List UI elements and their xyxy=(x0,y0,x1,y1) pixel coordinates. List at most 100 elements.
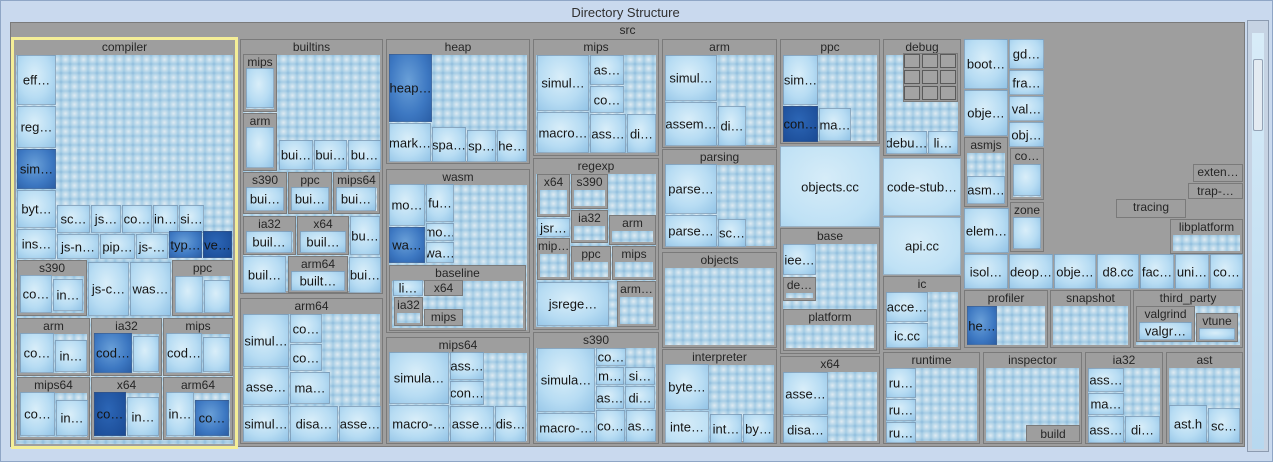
file-tile[interactable]: disa… xyxy=(290,406,338,442)
file-tile[interactable]: bui… xyxy=(336,187,376,211)
file-tile[interactable]: as… xyxy=(626,410,656,442)
file-tile[interactable]: he… xyxy=(497,130,527,162)
file-tile[interactable]: js-… xyxy=(136,234,168,259)
file-tile[interactable]: fu… xyxy=(426,184,454,222)
file-tile[interactable]: ass… xyxy=(590,114,626,153)
grid-cell[interactable] xyxy=(940,54,956,68)
file-tile[interactable]: disa… xyxy=(783,416,828,443)
group-trap[interactable]: trap-… xyxy=(1188,183,1243,199)
file-tile[interactable]: d8.cc xyxy=(1097,254,1139,289)
file-tile[interactable]: api.cc xyxy=(883,217,961,275)
file-tile-unlabeled[interactable] xyxy=(204,280,230,313)
file-tile[interactable]: ic.cc xyxy=(886,323,928,348)
file-tile[interactable]: con… xyxy=(450,381,484,405)
file-tile[interactable]: co… xyxy=(590,86,624,113)
file-tile[interactable]: di… xyxy=(1125,416,1160,443)
file-tile[interactable]: parse… xyxy=(665,164,717,214)
group-baseline-mips[interactable]: mips xyxy=(424,309,463,326)
grid-cell[interactable] xyxy=(940,86,956,100)
file-tile[interactable]: bui… xyxy=(349,257,381,293)
file-tile[interactable]: elem… xyxy=(964,208,1009,253)
file-tile[interactable]: buil… xyxy=(243,256,286,293)
group-regexp-mips64[interactable]: mip… xyxy=(537,238,570,280)
file-tile[interactable]: spa… xyxy=(432,127,466,162)
file-tile[interactable]: parse… xyxy=(665,215,717,247)
file-tile[interactable]: li… xyxy=(393,280,423,296)
file-tile[interactable]: valgr… xyxy=(1139,322,1192,340)
file-tile[interactable]: asse… xyxy=(450,406,494,442)
file-tile[interactable]: ass… xyxy=(450,352,484,380)
file-tile[interactable]: bui… xyxy=(246,187,284,211)
file-tile[interactable]: ast.h xyxy=(1169,405,1207,443)
file-tile[interactable]: macro-… xyxy=(537,413,595,442)
file-tile[interactable]: mo… xyxy=(389,184,425,226)
file-tile[interactable]: wa… xyxy=(389,227,425,263)
group-inspector-build[interactable]: build xyxy=(1026,425,1080,442)
file-tile[interactable]: in… xyxy=(56,400,88,436)
group-regexp-arm[interactable]: arm xyxy=(609,215,656,245)
file-tile[interactable]: in… xyxy=(153,205,178,233)
file-tile[interactable]: co… xyxy=(290,344,322,371)
file-tile[interactable]: con… xyxy=(783,106,818,142)
file-tile-unlabeled[interactable] xyxy=(133,336,159,372)
group-tracing[interactable]: tracing xyxy=(1116,199,1186,218)
file-tile[interactable]: ma… xyxy=(819,108,851,141)
file-tile[interactable]: dis… xyxy=(495,406,526,442)
file-tile[interactable]: code-stub… xyxy=(883,158,961,216)
file-tile[interactable]: bui… xyxy=(279,140,313,170)
file-tile[interactable]: in… xyxy=(53,279,83,311)
file-tile[interactable]: uni… xyxy=(1175,254,1209,289)
vertical-scrollbar[interactable] xyxy=(1247,20,1269,452)
file-tile[interactable]: jsr… xyxy=(537,218,570,237)
file-tile[interactable]: simul… xyxy=(243,406,289,442)
group-extensions[interactable]: exten… xyxy=(1193,164,1243,182)
file-tile[interactable]: eff… xyxy=(17,55,56,105)
file-tile[interactable]: was… xyxy=(130,262,171,316)
scrollbar-track[interactable] xyxy=(1252,33,1264,449)
grid-cell[interactable] xyxy=(922,70,938,84)
file-tile[interactable]: val… xyxy=(1009,96,1044,121)
file-tile[interactable]: bui… xyxy=(314,140,347,170)
file-tile[interactable]: byt… xyxy=(17,190,56,228)
group-objects[interactable]: objects xyxy=(662,252,777,348)
file-tile[interactable]: macro-… xyxy=(389,405,449,442)
file-tile-unlabeled[interactable] xyxy=(1013,164,1041,196)
file-tile-unlabeled[interactable] xyxy=(1013,217,1041,249)
file-tile[interactable]: sim… xyxy=(783,55,818,105)
file-tile[interactable]: ma… xyxy=(1088,393,1124,415)
file-tile[interactable]: di… xyxy=(625,386,655,409)
group-regexp-arm64[interactable]: arm… xyxy=(617,281,656,327)
file-tile[interactable]: as… xyxy=(596,386,624,409)
file-tile[interactable]: in… xyxy=(55,340,87,372)
group-libplatform[interactable]: libplatform xyxy=(1170,219,1243,254)
file-tile[interactable]: simul… xyxy=(243,314,289,367)
file-tile[interactable]: int… xyxy=(710,414,742,443)
file-tile[interactable]: co… xyxy=(596,410,625,442)
file-tile[interactable]: iee… xyxy=(783,244,816,275)
file-tile[interactable]: boot… xyxy=(964,39,1008,89)
file-tile-unlabeled[interactable] xyxy=(175,276,203,313)
file-tile[interactable]: simul… xyxy=(537,55,589,111)
file-tile[interactable]: asm… xyxy=(967,176,1005,204)
file-tile[interactable]: isol… xyxy=(964,254,1008,289)
file-tile[interactable]: ins… xyxy=(17,229,56,259)
file-tile-unlabeled[interactable] xyxy=(1199,328,1235,340)
file-tile[interactable]: simula… xyxy=(389,352,449,404)
file-tile[interactable]: as… xyxy=(590,55,624,85)
file-tile[interactable]: co… xyxy=(290,314,322,343)
file-tile[interactable]: sc… xyxy=(718,219,746,247)
file-tile[interactable]: objects.cc xyxy=(780,146,880,227)
group-regexp-ia32[interactable]: ia32 xyxy=(571,210,608,243)
file-tile[interactable]: co… xyxy=(20,275,52,313)
file-tile[interactable]: co… xyxy=(20,333,54,373)
file-tile[interactable]: ass… xyxy=(1088,368,1124,392)
group-regexp-mips[interactable]: mips xyxy=(612,246,656,280)
file-tile[interactable]: assem… xyxy=(665,102,717,146)
file-tile[interactable]: in… xyxy=(127,397,159,436)
file-tile[interactable]: co… xyxy=(1210,254,1243,289)
grid-cell[interactable] xyxy=(922,86,938,100)
file-tile[interactable]: asse… xyxy=(243,368,289,405)
file-tile-unlabeled[interactable] xyxy=(246,127,274,168)
file-tile[interactable]: bu… xyxy=(348,140,381,170)
file-tile[interactable]: asse… xyxy=(339,406,381,442)
